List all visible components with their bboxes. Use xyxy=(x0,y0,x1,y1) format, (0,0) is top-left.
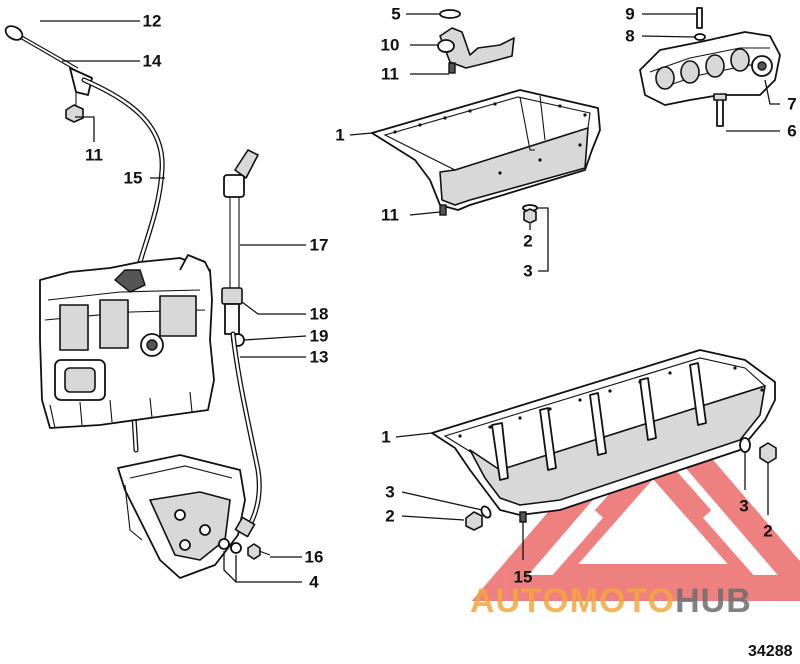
plug-2-lower-left xyxy=(465,511,483,531)
plug-2-lower-right xyxy=(759,442,777,464)
pan-1b-bolt-holes xyxy=(458,366,764,438)
callout-11: 11 xyxy=(381,65,399,84)
o-ring-5 xyxy=(439,9,461,19)
watermark-text-auto: AUTO xyxy=(470,582,570,620)
watermark-text-hub: HUB xyxy=(675,582,752,620)
screw-11-pan xyxy=(439,204,447,216)
callout-5: 5 xyxy=(391,5,400,24)
stud-9 xyxy=(696,7,703,29)
dipstick-assembly-center xyxy=(218,149,271,560)
leader-lines xyxy=(40,13,780,583)
watermark-triangle-inner xyxy=(551,460,755,576)
dipstick-handle-17 xyxy=(234,149,259,179)
callout-1: 1 xyxy=(381,428,390,447)
screw-11-top xyxy=(448,62,456,74)
callout-2: 2 xyxy=(523,232,532,251)
oil-pan-lower xyxy=(431,349,777,531)
block-boss-3 xyxy=(159,295,197,337)
dipstick-bracket xyxy=(69,67,93,96)
oil-pan-1b-sump xyxy=(469,385,766,506)
dipstick-rod-upper-2 xyxy=(21,35,79,69)
leader-18 xyxy=(241,301,306,315)
fitting-18 xyxy=(221,287,243,305)
washer-4b xyxy=(230,542,242,554)
oil-pump-cover xyxy=(117,454,246,579)
pan-1-bolt-holes xyxy=(393,102,587,175)
block-boss-1 xyxy=(59,304,89,351)
callout-2: 2 xyxy=(763,522,772,541)
leader-1b xyxy=(395,432,433,438)
bolt-11-head xyxy=(65,104,84,123)
dipstick-cap xyxy=(223,174,245,198)
oil-pickup-10 xyxy=(439,27,515,69)
callout-2: 2 xyxy=(385,507,394,526)
stud-15-lower xyxy=(519,511,527,523)
leader-1a xyxy=(349,132,373,136)
callout-10: 10 xyxy=(381,36,400,55)
tube-17 xyxy=(229,197,240,290)
leader-11a xyxy=(75,116,95,142)
callout-15: 15 xyxy=(124,169,143,188)
callout-6: 6 xyxy=(787,122,796,141)
callout-3: 3 xyxy=(523,262,532,281)
callout-18: 18 xyxy=(310,305,329,324)
leader-8 xyxy=(641,35,696,38)
leader-4 xyxy=(223,551,302,583)
leader-3b xyxy=(401,491,483,511)
watermark-text: AUTOMOTOHUB xyxy=(470,582,752,620)
callout-3: 3 xyxy=(739,497,748,516)
watermark-text-moto: MOTO xyxy=(570,582,675,620)
plug-2-top xyxy=(523,208,537,224)
callout-15: 15 xyxy=(514,568,533,587)
callout-11: 11 xyxy=(381,206,399,225)
bolt-6 xyxy=(716,97,724,127)
drawing-number: 34288 xyxy=(748,643,793,660)
leader-2b xyxy=(401,515,465,521)
callout-17: 17 xyxy=(310,236,329,255)
leader-7 xyxy=(764,79,780,105)
leader-19 xyxy=(243,335,307,341)
oil-pan-1-sump xyxy=(439,127,589,206)
callout-8: 8 xyxy=(625,27,634,46)
callout-16: 16 xyxy=(305,548,324,567)
engine-block xyxy=(39,254,215,429)
callout-3: 3 xyxy=(385,483,394,502)
callout-1: 1 xyxy=(335,126,344,145)
callout-9: 9 xyxy=(625,5,634,24)
block-boss-2 xyxy=(99,299,129,349)
baffle-7-lobes xyxy=(655,48,773,90)
washer-3-lower-right xyxy=(739,437,751,453)
callout-14: 14 xyxy=(143,52,162,71)
leader-3a xyxy=(537,207,549,272)
baffle-assembly xyxy=(639,7,781,127)
bolt-16 xyxy=(247,543,261,560)
block-tube-entry xyxy=(113,269,146,293)
callout-4: 4 xyxy=(309,573,319,592)
fitting-lower xyxy=(234,516,256,538)
dipstick-handle xyxy=(4,25,24,41)
leader-11c xyxy=(409,211,441,216)
callout-19: 19 xyxy=(310,327,329,346)
callout-13: 13 xyxy=(310,348,329,367)
washer-8 xyxy=(694,33,706,41)
callout-7: 7 xyxy=(787,95,796,114)
pan-1b-ribs xyxy=(491,362,707,481)
washer-4a xyxy=(218,538,230,550)
washer-3-lower-left xyxy=(480,505,492,519)
oil-pan-upper xyxy=(371,9,601,224)
callout-11: 11 xyxy=(85,146,103,165)
callout-12: 12 xyxy=(143,12,162,31)
